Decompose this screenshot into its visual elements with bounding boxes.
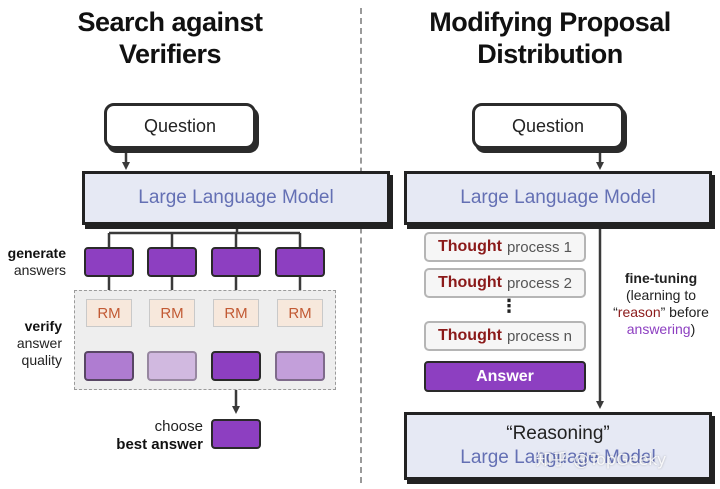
fine-tuning-line2: (learning to <box>625 287 697 303</box>
verify-label-line2: answer <box>16 335 62 351</box>
generated-answer-4 <box>275 247 325 277</box>
left-llm-label: Large Language Model <box>138 187 334 208</box>
right-title: Modifying Proposal Distribution <box>400 6 700 70</box>
thought-rest: process 1 <box>506 238 572 256</box>
generated-answer-1 <box>84 247 134 277</box>
fine-tuning-label: fine-tuning (learning to “reason” before… <box>606 270 716 338</box>
generate-answers-label: generate answers <box>0 245 66 279</box>
right-question-box: Question <box>472 103 624 149</box>
reward-model-4: RM <box>277 299 323 327</box>
thought-word: Thought <box>437 238 502 255</box>
column-divider <box>360 8 362 483</box>
reward-model-1: RM <box>86 299 132 327</box>
choose-label-line1: choose <box>154 418 203 435</box>
answer-box: Answer <box>424 361 586 392</box>
left-title-line2: Verifiers <box>118 39 222 69</box>
generated-answer-3 <box>211 247 261 277</box>
fine-tuning-answering: answering <box>626 321 691 337</box>
reasoning-llm-line1: “Reasoning” <box>506 423 610 444</box>
right-llm-box: Large Language Model <box>404 171 712 225</box>
verified-answer-1 <box>84 351 134 381</box>
thought-rest: process 2 <box>506 274 572 292</box>
verified-answer-3 <box>211 351 261 381</box>
generated-answer-2 <box>147 247 197 277</box>
reward-model-2: RM <box>149 299 195 327</box>
generate-label-rest: answers <box>13 262 66 278</box>
left-llm-box: Large Language Model <box>82 171 390 225</box>
thought-word: Thought <box>437 274 502 291</box>
generate-label-bold: generate <box>7 245 66 261</box>
reasoning-llm-line2: Large Language Model <box>460 447 656 468</box>
verify-quality-label: verify answer quality <box>0 318 62 369</box>
left-question-label: Question <box>143 115 217 136</box>
rm-label: RM <box>97 304 121 322</box>
right-title-line1: Modifying Proposal <box>429 7 671 37</box>
left-title: Search against Verifiers <box>40 6 300 70</box>
rm-label: RM <box>160 304 184 322</box>
left-title-line1: Search against <box>77 7 263 37</box>
right-question-label: Question <box>511 115 585 136</box>
thought-process-1: Thought process 1 <box>424 232 586 262</box>
fine-tuning-bold: fine-tuning <box>624 270 698 286</box>
verified-answer-2 <box>147 351 197 381</box>
thought-ellipsis: ⋮ <box>500 296 518 316</box>
rm-label: RM <box>288 304 312 322</box>
choose-label-bold: best answer <box>116 436 203 453</box>
thought-word: Thought <box>437 327 502 344</box>
reasoning-llm-box: “Reasoning” Large Language Model <box>404 412 712 480</box>
verify-label-bold: verify <box>24 318 62 334</box>
fine-tuning-quote-close: ” before <box>660 304 709 320</box>
best-answer-box <box>211 419 261 449</box>
answer-label: Answer <box>476 367 534 385</box>
thought-process-n: Thought process n <box>424 321 586 351</box>
right-title-line2: Distribution <box>477 39 623 69</box>
thought-rest: process n <box>506 327 572 345</box>
fine-tuning-paren: ) <box>690 321 696 337</box>
thought-process-2: Thought process 2 <box>424 268 586 298</box>
verified-answer-4 <box>275 351 325 381</box>
verify-label-line3: quality <box>21 352 62 368</box>
choose-best-label: choose best answer <box>100 418 203 454</box>
left-question-box: Question <box>104 103 256 149</box>
fine-tuning-quote-open: “ <box>613 304 618 320</box>
watermark: 知乎 @TopGeeky <box>536 450 667 469</box>
rm-label: RM <box>224 304 248 322</box>
right-llm-label: Large Language Model <box>460 187 656 208</box>
reward-model-3: RM <box>213 299 259 327</box>
fine-tuning-reason: reason <box>617 304 661 320</box>
